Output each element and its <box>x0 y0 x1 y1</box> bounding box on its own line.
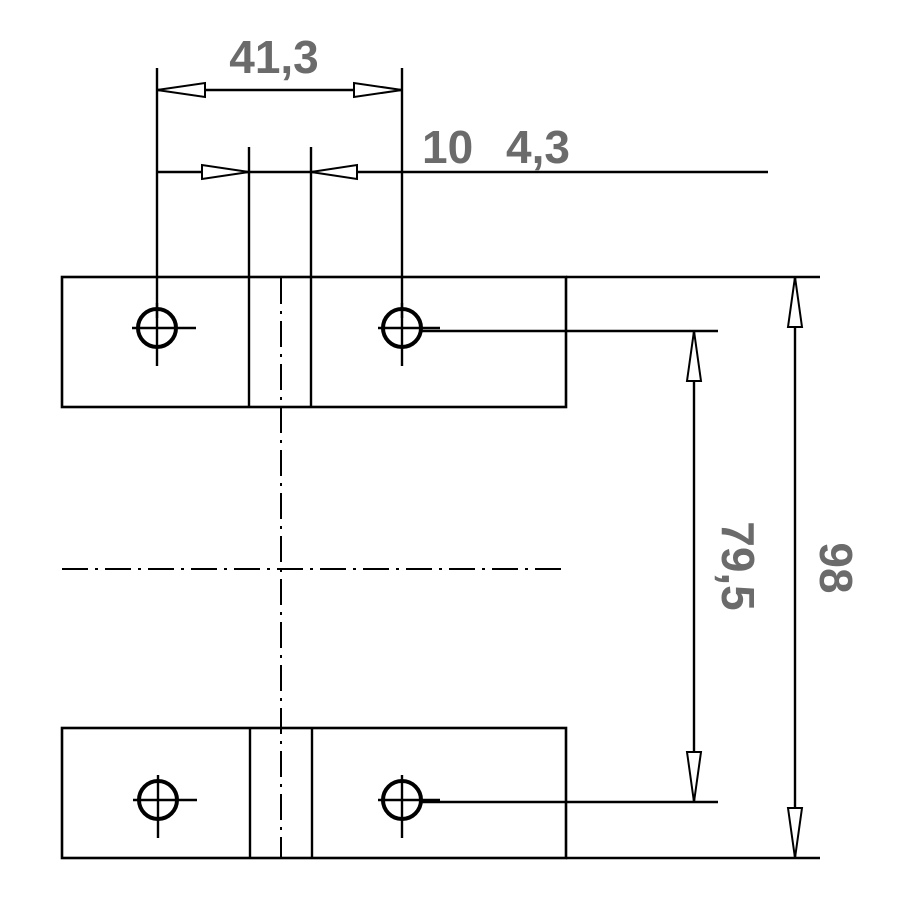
dimension-98: 98 <box>786 276 862 859</box>
dimension-label-10: 10 <box>422 121 473 173</box>
dimension-label-41-3: 41,3 <box>229 31 319 83</box>
hole-top-right <box>378 303 440 366</box>
hole-bottom-right <box>378 775 440 838</box>
dimension-41-3: 41,3 <box>156 31 403 99</box>
bottom-bracket-outline <box>60 726 568 860</box>
dimension-label-4-3: 4,3 <box>506 121 570 173</box>
hole-top-left <box>132 303 196 366</box>
bottom-bracket-part <box>60 726 568 860</box>
dimension-label-79-5: 79,5 <box>712 521 764 611</box>
top-bracket-part <box>60 275 568 409</box>
dimension-10-and-4-3: 10 4,3 <box>157 121 768 181</box>
top-bracket-outline <box>60 275 568 409</box>
dimension-label-98: 98 <box>810 542 862 593</box>
hole-bottom-left <box>133 775 197 838</box>
dimension-79-5: 79,5 <box>685 330 764 803</box>
